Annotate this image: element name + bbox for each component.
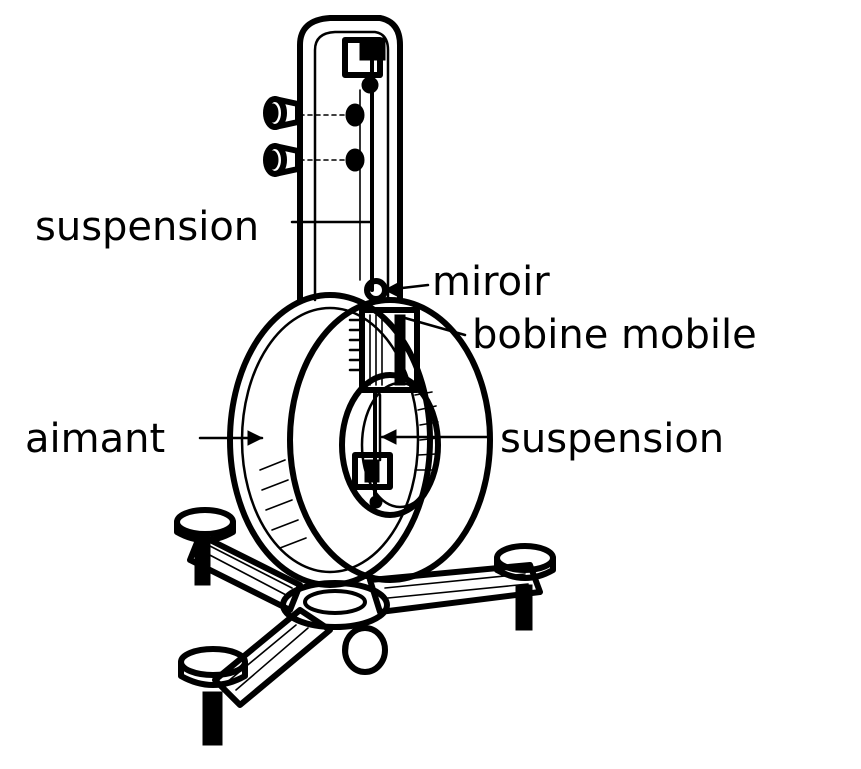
- terminal-post-upper: [263, 96, 301, 130]
- leader-lines: [198, 220, 492, 446]
- magnet-ring: [227, 292, 493, 588]
- terminal-post-lower: [263, 143, 301, 177]
- leveling-screw-front: [178, 646, 248, 746]
- label-suspension-bottom: suspension: [500, 416, 724, 462]
- mirror: [364, 278, 388, 302]
- label-miroir: miroir: [432, 259, 550, 305]
- column: [297, 15, 403, 303]
- lower-suspension: [352, 388, 393, 509]
- label-suspension-top: suspension: [35, 204, 259, 250]
- label-bobine-mobile: bobine mobile: [472, 312, 757, 358]
- label-aimant: aimant: [25, 416, 165, 462]
- moving-coil: [348, 307, 420, 393]
- leveling-screw-right: [494, 543, 556, 631]
- leveling-screw-left: [174, 507, 236, 586]
